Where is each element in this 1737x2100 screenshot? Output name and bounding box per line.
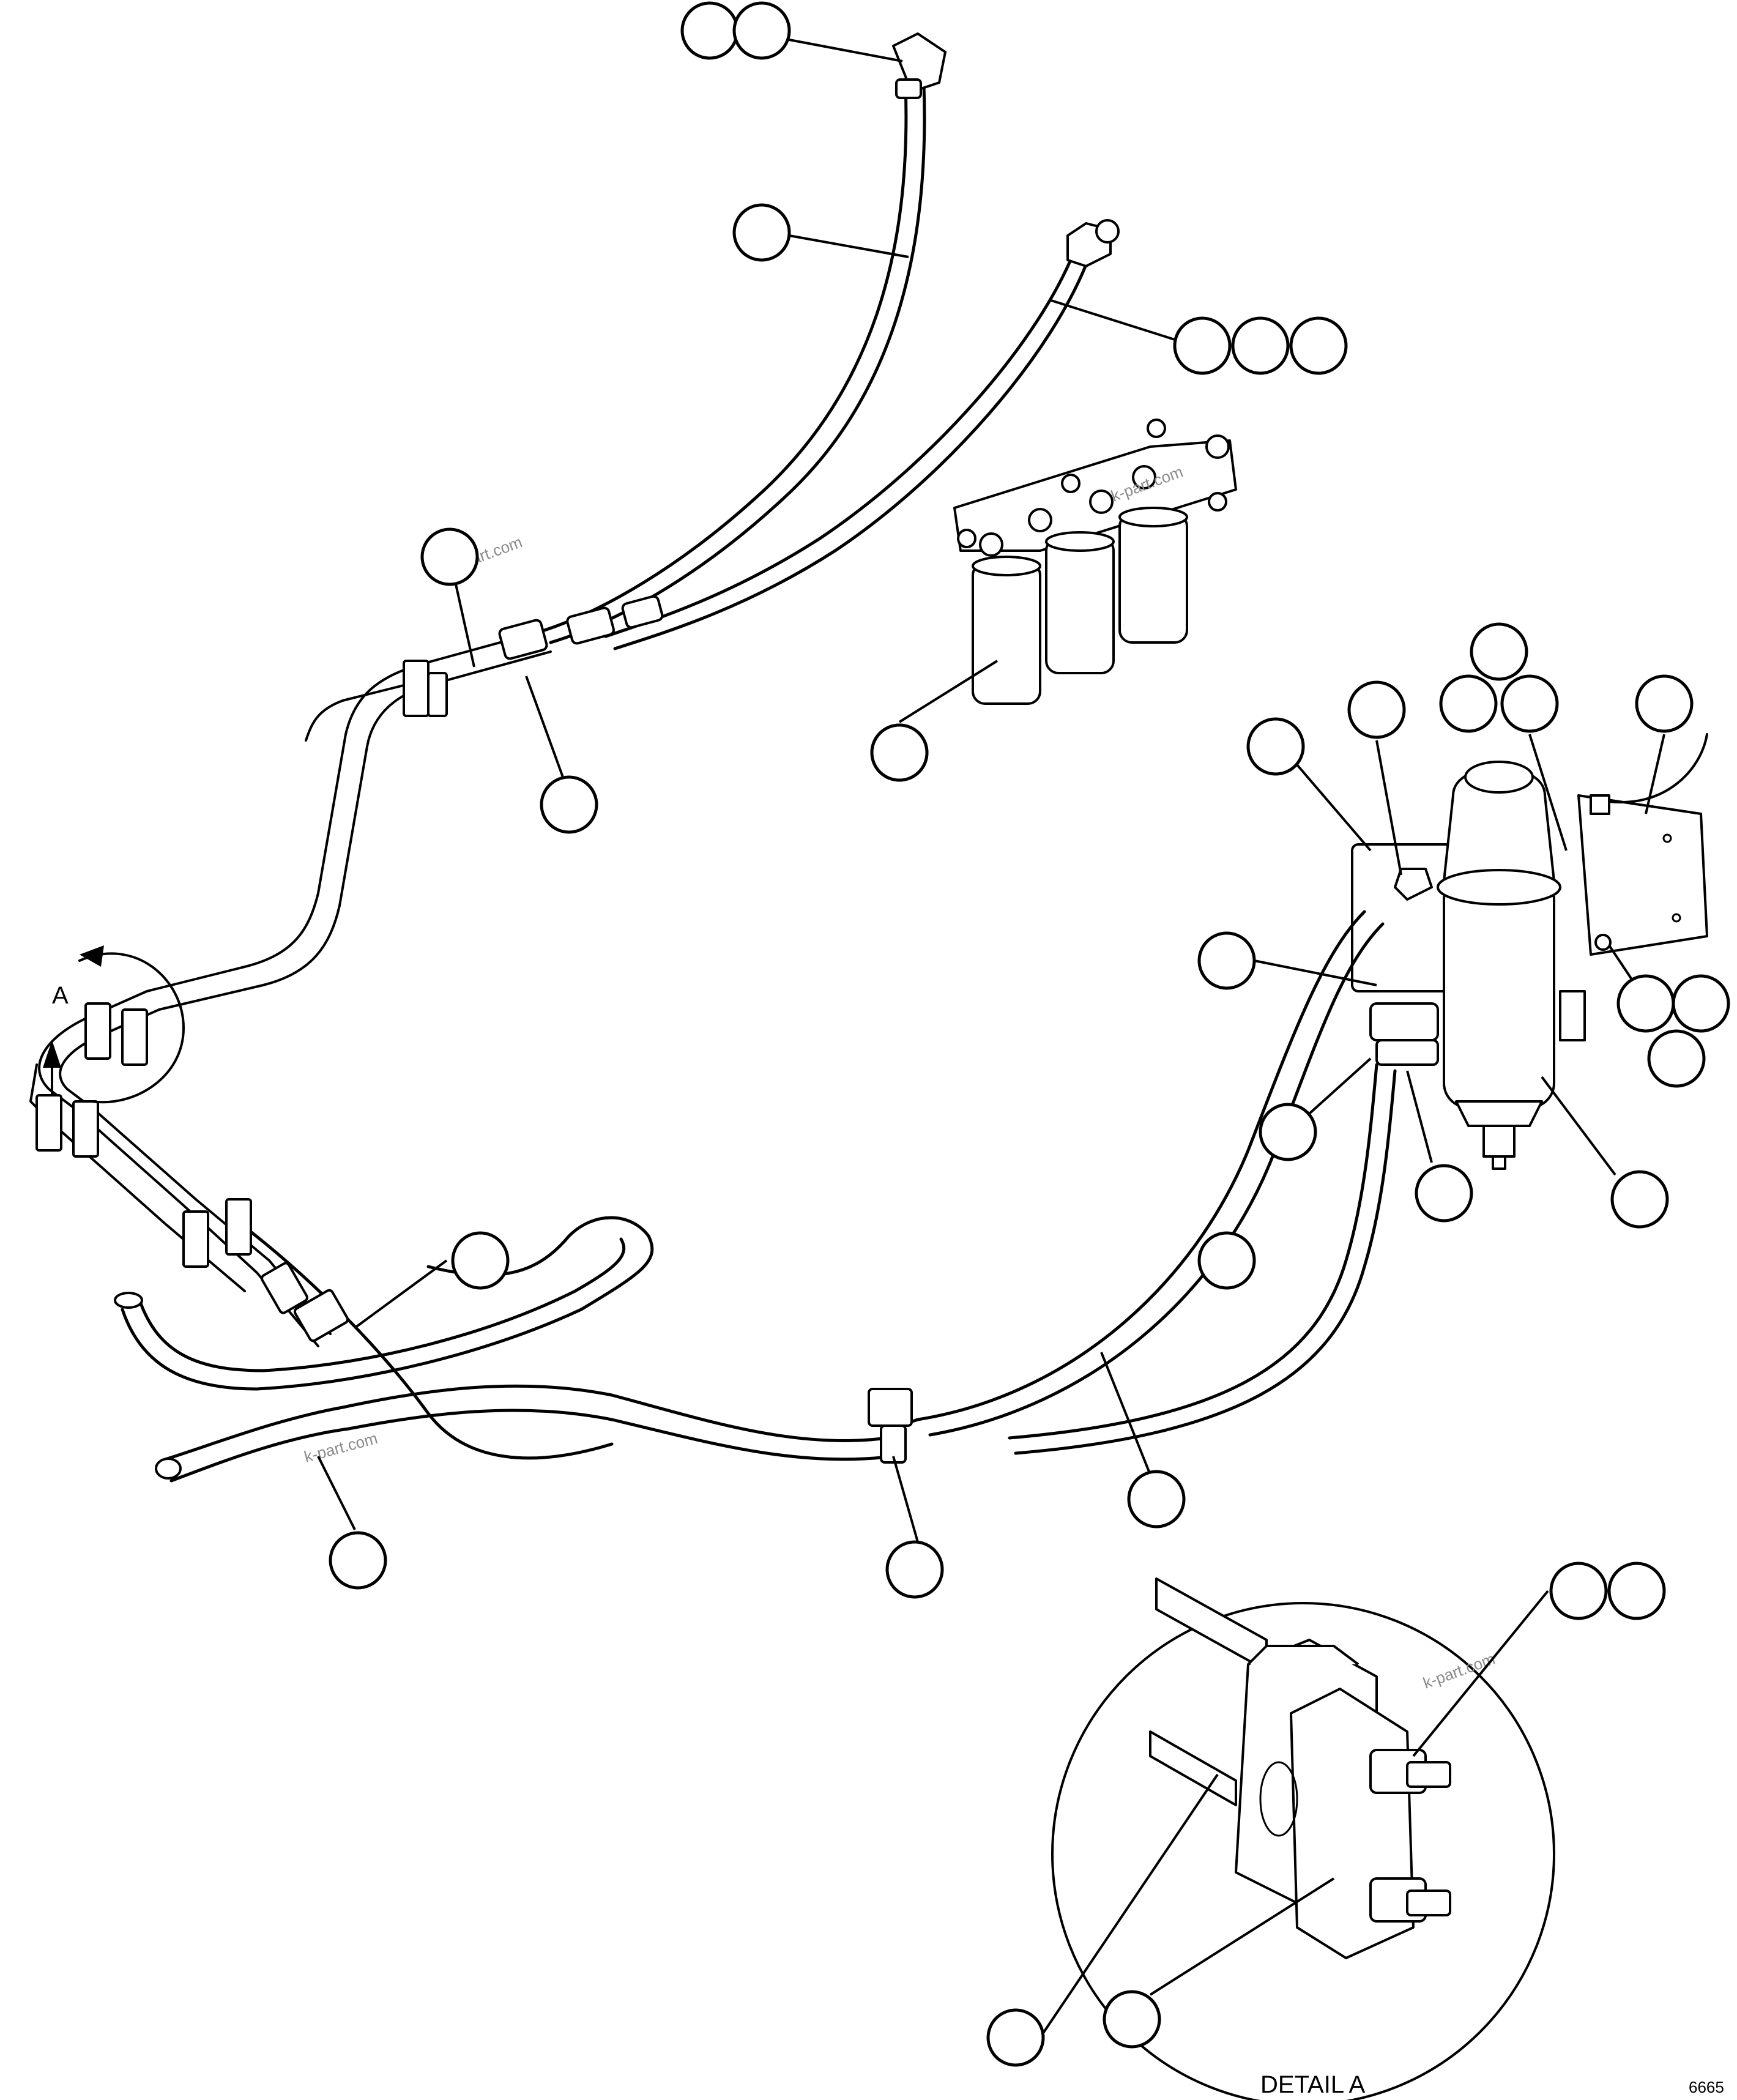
main-hose-loop: [114, 1216, 913, 1483]
return-hoses: [898, 910, 1397, 1455]
callout-bubble: [1231, 316, 1290, 375]
callout-bubble: [1127, 1470, 1186, 1528]
callout-bubble: [1197, 931, 1256, 990]
callout-bubble: [680, 1, 739, 60]
callout-bubble: [1610, 1170, 1669, 1229]
callout-bubble: [870, 723, 929, 782]
callout-bubble: [885, 1540, 944, 1599]
callout-bubble: [1607, 1562, 1666, 1620]
lower-tube-run: [29, 1002, 349, 1347]
callout-bubble: [451, 1231, 510, 1290]
callout-bubble: [1500, 674, 1559, 733]
callout-bubble: [540, 775, 598, 834]
upper-hose-2: [604, 219, 1120, 650]
callout-bubble: [986, 2008, 1045, 2067]
callout-bubble: [329, 1531, 387, 1590]
callout-bubble: [1246, 717, 1305, 776]
callout-bubble: [1173, 316, 1232, 375]
callout-bubble: [1289, 316, 1348, 375]
callout-bubble: [1470, 622, 1528, 681]
callout-bubble: [732, 203, 791, 262]
callout-bubble: [1635, 674, 1694, 733]
drawing-number: 6665: [1689, 2078, 1724, 2096]
callout-bubble: [1347, 680, 1406, 739]
callout-bubbles: [329, 1, 1730, 2067]
callout-bubble: [1672, 974, 1730, 1033]
watermark-3: k-part.com: [1421, 1649, 1498, 1692]
callout-bubble: [1415, 1164, 1473, 1223]
callout-bubble: [420, 527, 479, 586]
callout-bubble: [1549, 1562, 1608, 1620]
callout-bubble: [1616, 974, 1675, 1033]
callout-bubble: [1103, 1990, 1161, 2049]
detail-a-marker: A: [43, 945, 185, 1104]
callout-bubble: [1439, 674, 1498, 733]
triple-filter-assembly: [953, 419, 1237, 705]
callout-bubble: [1647, 1029, 1706, 1088]
view-arrow-label: A: [52, 982, 69, 1009]
detail-a-title: DETAIL A: [1260, 2071, 1365, 2098]
callout-bubble: [1197, 1231, 1256, 1290]
callout-bubble: [1259, 1103, 1317, 1161]
upper-tube-run: [91, 595, 664, 1035]
upper-hose-1: [543, 32, 947, 644]
callout-bubble: [732, 1, 791, 60]
fuel-filter-water-separator: [1351, 733, 1708, 1170]
detail-a-view: DETAIL A 6665: [1051, 1577, 1724, 2100]
